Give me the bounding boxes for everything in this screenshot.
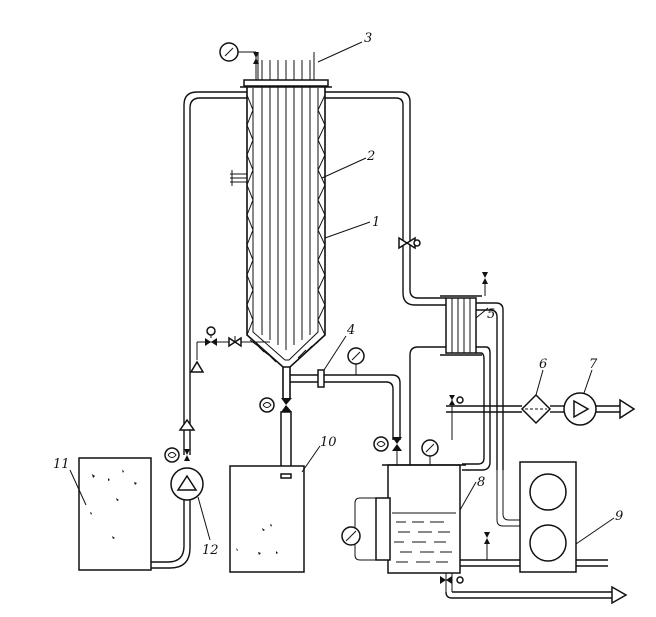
label-9: 9 bbox=[615, 509, 623, 524]
cone-side-branch bbox=[189, 326, 270, 373]
vapor-line bbox=[290, 347, 402, 465]
label-4: 4 bbox=[346, 323, 355, 338]
evaporator-column bbox=[230, 52, 332, 398]
feed-line bbox=[178, 91, 247, 455]
feed-pump bbox=[164, 447, 204, 501]
vacuum-line bbox=[446, 392, 636, 440]
label-10: 10 bbox=[320, 435, 337, 450]
label-2: 2 bbox=[366, 149, 375, 164]
label-12: 12 bbox=[202, 543, 219, 558]
condenser bbox=[409, 272, 504, 471]
collector-vessel bbox=[229, 465, 305, 573]
label-6: 6 bbox=[539, 357, 547, 372]
vapor-to-condenser-line bbox=[325, 91, 446, 306]
bottom-outlet bbox=[259, 397, 292, 475]
leader-lines bbox=[69, 41, 615, 545]
label-1: 1 bbox=[372, 215, 380, 230]
label-7: 7 bbox=[589, 357, 598, 372]
label-8: 8 bbox=[477, 475, 485, 490]
label-3: 3 bbox=[364, 31, 372, 46]
thermostat-unit bbox=[460, 461, 608, 573]
label-11: 11 bbox=[53, 457, 70, 472]
top-pressure-gauge bbox=[219, 42, 259, 80]
label-5: 5 bbox=[487, 307, 495, 322]
feed-tank bbox=[78, 457, 191, 571]
receiver-tank bbox=[341, 439, 628, 605]
